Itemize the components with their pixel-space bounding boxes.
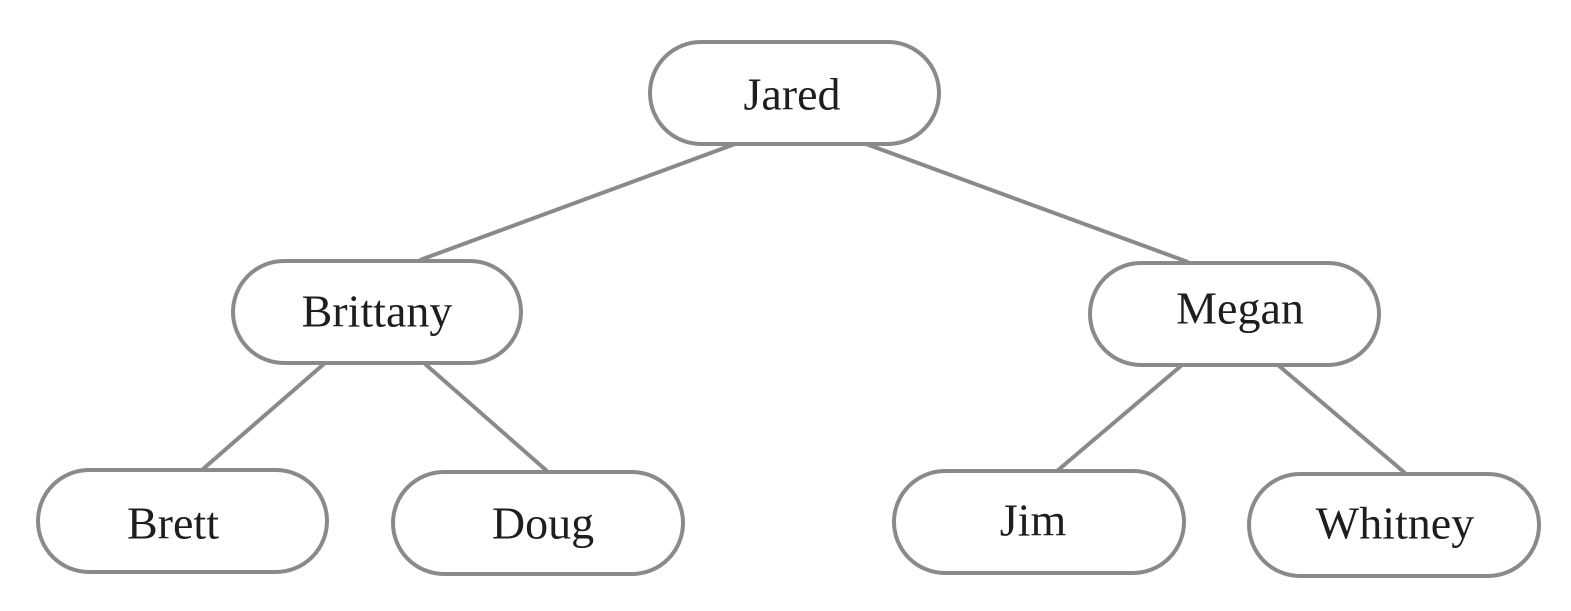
edge-brittany-brett bbox=[201, 361, 327, 471]
node-jared-shape bbox=[648, 40, 941, 146]
node-megan-shape bbox=[1088, 261, 1381, 367]
node-doug-label: Doug bbox=[492, 498, 594, 549]
edge-brittany-doug bbox=[422, 361, 549, 473]
node-jim-shape bbox=[892, 469, 1186, 575]
node-jared: Jared bbox=[648, 40, 941, 146]
node-whitney: Whitney bbox=[1247, 472, 1541, 578]
node-brett-shape bbox=[36, 468, 329, 574]
node-whitney-shape bbox=[1247, 472, 1541, 578]
node-brittany-shape bbox=[231, 259, 523, 365]
node-doug-shape bbox=[391, 470, 685, 576]
node-brett-label: Brett bbox=[127, 498, 219, 549]
edge-jared-brittany bbox=[419, 142, 736, 262]
node-jim: Jim bbox=[892, 469, 1186, 575]
node-brittany-label: Brittany bbox=[302, 286, 453, 337]
edges-group bbox=[201, 142, 1407, 475]
node-brittany: Brittany bbox=[231, 259, 523, 365]
node-megan-label: Megan bbox=[1176, 283, 1304, 334]
edge-megan-whitney bbox=[1276, 363, 1407, 475]
node-jared-label: Jared bbox=[743, 69, 840, 120]
node-megan: Megan bbox=[1088, 261, 1381, 367]
node-jim-label: Jim bbox=[1000, 495, 1067, 546]
node-whitney-label: Whitney bbox=[1316, 498, 1474, 549]
node-brett: Brett bbox=[36, 468, 329, 574]
nodes-group: Jared Brittany Megan Brett Doug Jim Whit… bbox=[36, 40, 1541, 578]
edge-megan-jim bbox=[1055, 363, 1184, 473]
edge-jared-megan bbox=[865, 142, 1189, 264]
node-doug: Doug bbox=[391, 470, 685, 576]
